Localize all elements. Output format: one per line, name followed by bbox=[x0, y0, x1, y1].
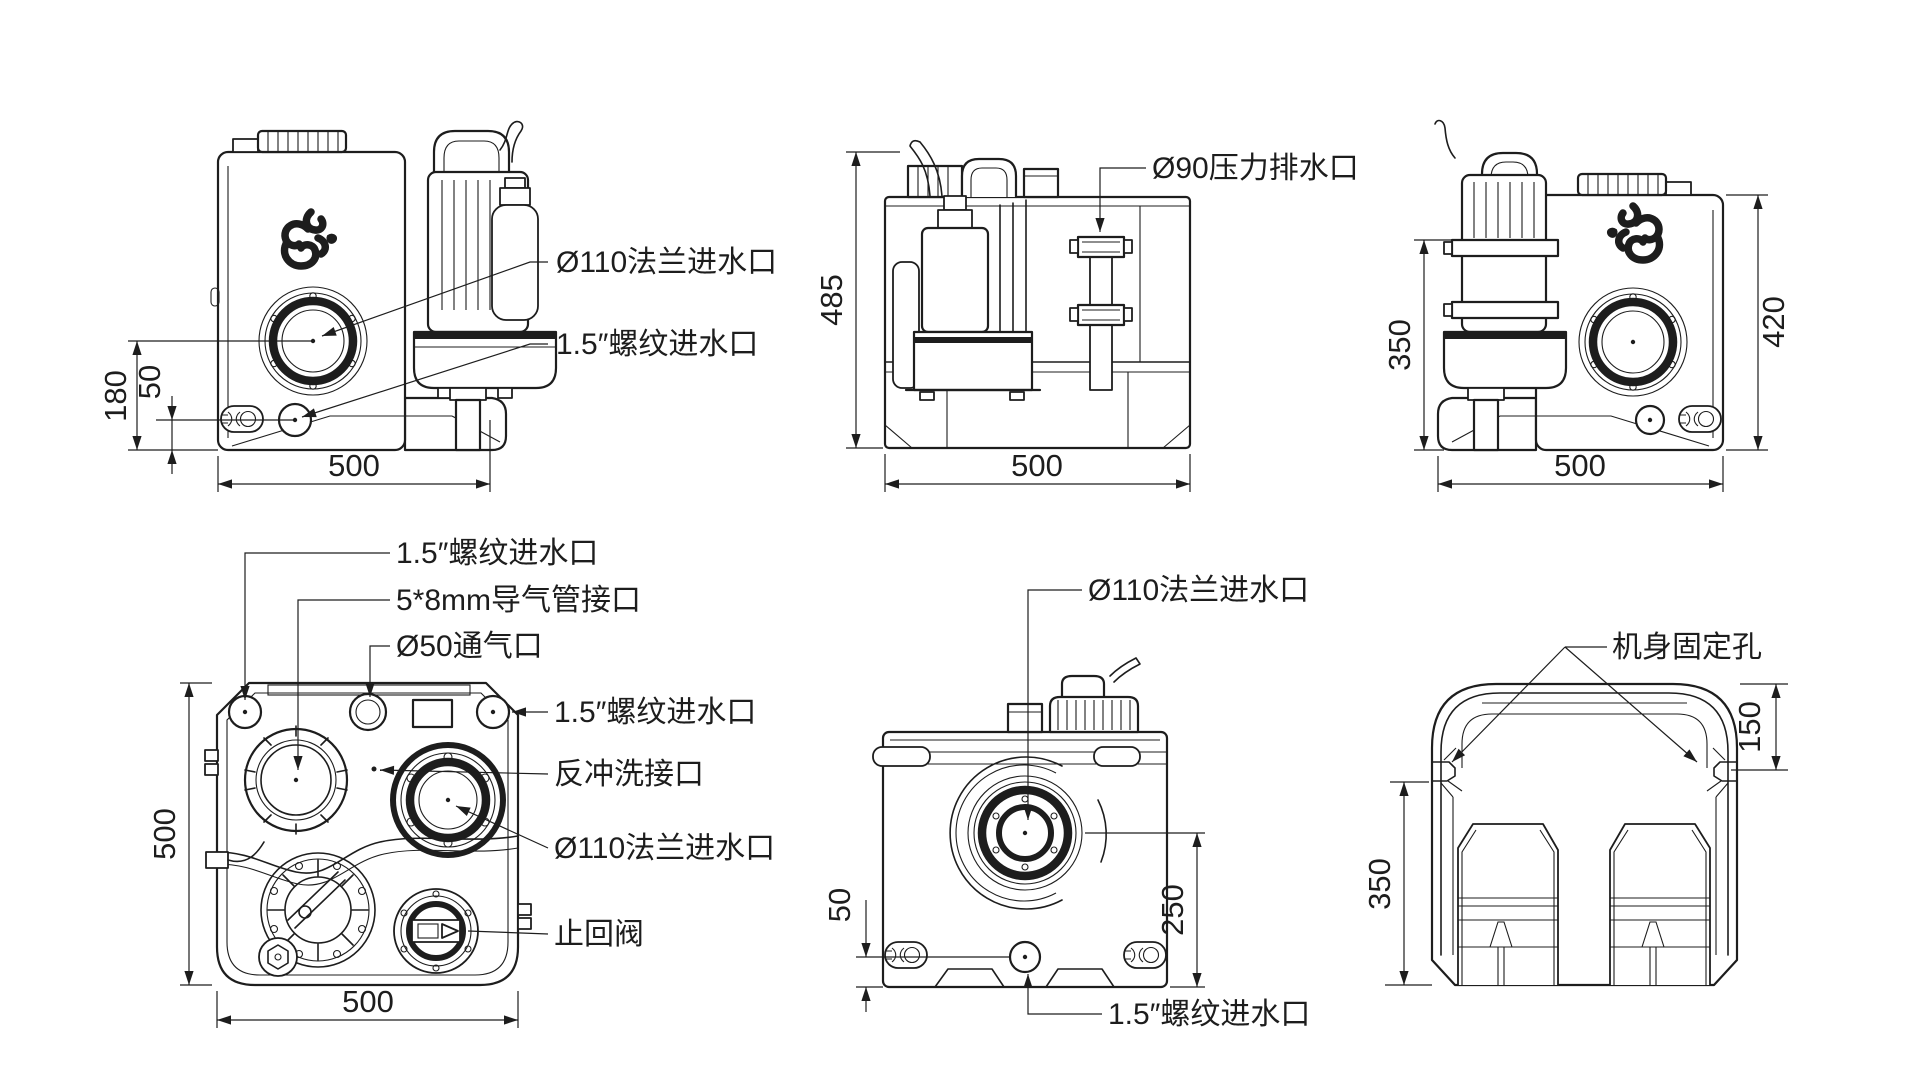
top-check-valve bbox=[393, 888, 479, 974]
front-dim-flange-height: 180 bbox=[98, 370, 133, 422]
right-side-dimensions: 50 250 bbox=[822, 832, 1205, 1012]
section-dim-hole-from-bottom: 350 bbox=[1362, 858, 1397, 910]
left-side-pump bbox=[892, 139, 1060, 401]
top-vent-circle bbox=[348, 692, 388, 732]
right-side-view: 50 250 Ø110法兰进水口 1.5″螺纹进水口 bbox=[822, 574, 1310, 1031]
rear-tank bbox=[1436, 172, 1725, 452]
section-dim-hole-from-top: 150 bbox=[1732, 701, 1767, 753]
front-dimensions: 180 50 500 bbox=[98, 340, 491, 492]
left-side-dim-total-height: 485 bbox=[814, 274, 849, 326]
front-label-threaded-inlet: 1.5″螺纹进水口 bbox=[556, 328, 758, 361]
top-label-flange-inlet: Ø110法兰进水口 bbox=[554, 832, 775, 865]
front-labels: Ø110法兰进水口 1.5″螺纹进水口 bbox=[301, 246, 777, 418]
right-side-threaded-inlet bbox=[1008, 940, 1042, 974]
top-labels: 1.5″螺纹进水口 5*8mm导气管接口 Ø50通气口 1.5″螺纹进水口 反冲… bbox=[240, 537, 775, 951]
rear-dim-width: 500 bbox=[1554, 448, 1606, 483]
right-side-label-flange-inlet: Ø110法兰进水口 bbox=[1088, 574, 1309, 607]
top-backflush-point bbox=[371, 766, 377, 772]
top-dim-depth: 500 bbox=[147, 808, 182, 860]
rear-dim-tank-height: 420 bbox=[1756, 296, 1791, 348]
right-side-cap bbox=[1006, 657, 1141, 734]
right-side-keyhole-left bbox=[884, 941, 928, 969]
top-dimensions: 500 500 bbox=[147, 682, 519, 1028]
top-label-threaded-inlet-right: 1.5″螺纹进水口 bbox=[554, 696, 756, 729]
rear-dim-pump-height: 350 bbox=[1382, 319, 1417, 371]
left-side-dim-width: 500 bbox=[1011, 448, 1063, 483]
front-keyhole-slot bbox=[220, 405, 264, 433]
left-side-view: 485 500 Ø90压力排水口 bbox=[814, 139, 1359, 492]
right-side-label-threaded-inlet: 1.5″螺纹进水口 bbox=[1108, 998, 1310, 1031]
rear-keyhole-slot bbox=[1678, 405, 1722, 433]
rear-pump bbox=[1434, 119, 1568, 452]
top-threaded-inlet-left-circle bbox=[227, 694, 263, 730]
top-junction-knockout bbox=[411, 698, 454, 729]
front-label-flange-inlet: Ø110法兰进水口 bbox=[556, 246, 777, 279]
front-pump bbox=[412, 120, 558, 452]
right-side-labels: Ø110法兰进水口 1.5″螺纹进水口 bbox=[1023, 574, 1310, 1031]
right-side-dim-flange-height: 250 bbox=[1155, 884, 1190, 936]
left-side-dimensions: 485 500 bbox=[814, 151, 1191, 492]
top-label-air-tube-port: 5*8mm导气管接口 bbox=[396, 584, 641, 617]
right-side-flange-inlet bbox=[949, 756, 1108, 910]
top-dim-width: 500 bbox=[342, 984, 394, 1019]
section-view: 150 350 机身固定孔 bbox=[1362, 631, 1788, 987]
top-threaded-inlet-right-circle bbox=[475, 694, 511, 730]
top-flange-inlet-ring bbox=[390, 742, 506, 858]
top-label-vent-port: Ø50通气口 bbox=[396, 630, 543, 663]
right-side-dim-inlet-height: 50 bbox=[822, 888, 857, 922]
rear-view: 350 420 500 bbox=[1382, 119, 1791, 492]
top-label-threaded-inlet-left: 1.5″螺纹进水口 bbox=[396, 537, 598, 570]
front-dim-inlet-height: 50 bbox=[132, 365, 167, 399]
section-dimensions: 150 350 bbox=[1362, 683, 1788, 986]
top-view: 500 500 1.5″螺纹进水口 5*8mm导气管接口 Ø50通气口 1.5″… bbox=[147, 537, 775, 1028]
front-dim-width: 500 bbox=[328, 448, 380, 483]
rear-dimensions: 350 420 500 bbox=[1382, 194, 1791, 492]
rear-flange-inlet bbox=[1579, 288, 1687, 396]
right-side-keyhole-right bbox=[1123, 941, 1167, 969]
front-view: 180 50 500 Ø110法兰进水口 1.5″螺纹进水口 bbox=[98, 120, 777, 492]
top-label-check-valve: 止回阀 bbox=[554, 918, 644, 951]
section-label-fixing-holes: 机身固定孔 bbox=[1612, 631, 1762, 664]
top-screw-lid bbox=[243, 725, 349, 835]
left-side-discharge-pipe bbox=[1069, 235, 1133, 391]
top-label-backflush-port: 反冲洗接口 bbox=[554, 758, 704, 791]
top-pump-seat bbox=[258, 852, 376, 977]
section-pedestals bbox=[1457, 823, 1711, 985]
left-side-label-pressure-outlet: Ø90压力排水口 bbox=[1152, 152, 1359, 185]
section-labels: 机身固定孔 bbox=[1451, 631, 1762, 763]
left-side-labels: Ø90压力排水口 bbox=[1095, 152, 1359, 232]
rear-float-circle bbox=[1634, 404, 1666, 436]
